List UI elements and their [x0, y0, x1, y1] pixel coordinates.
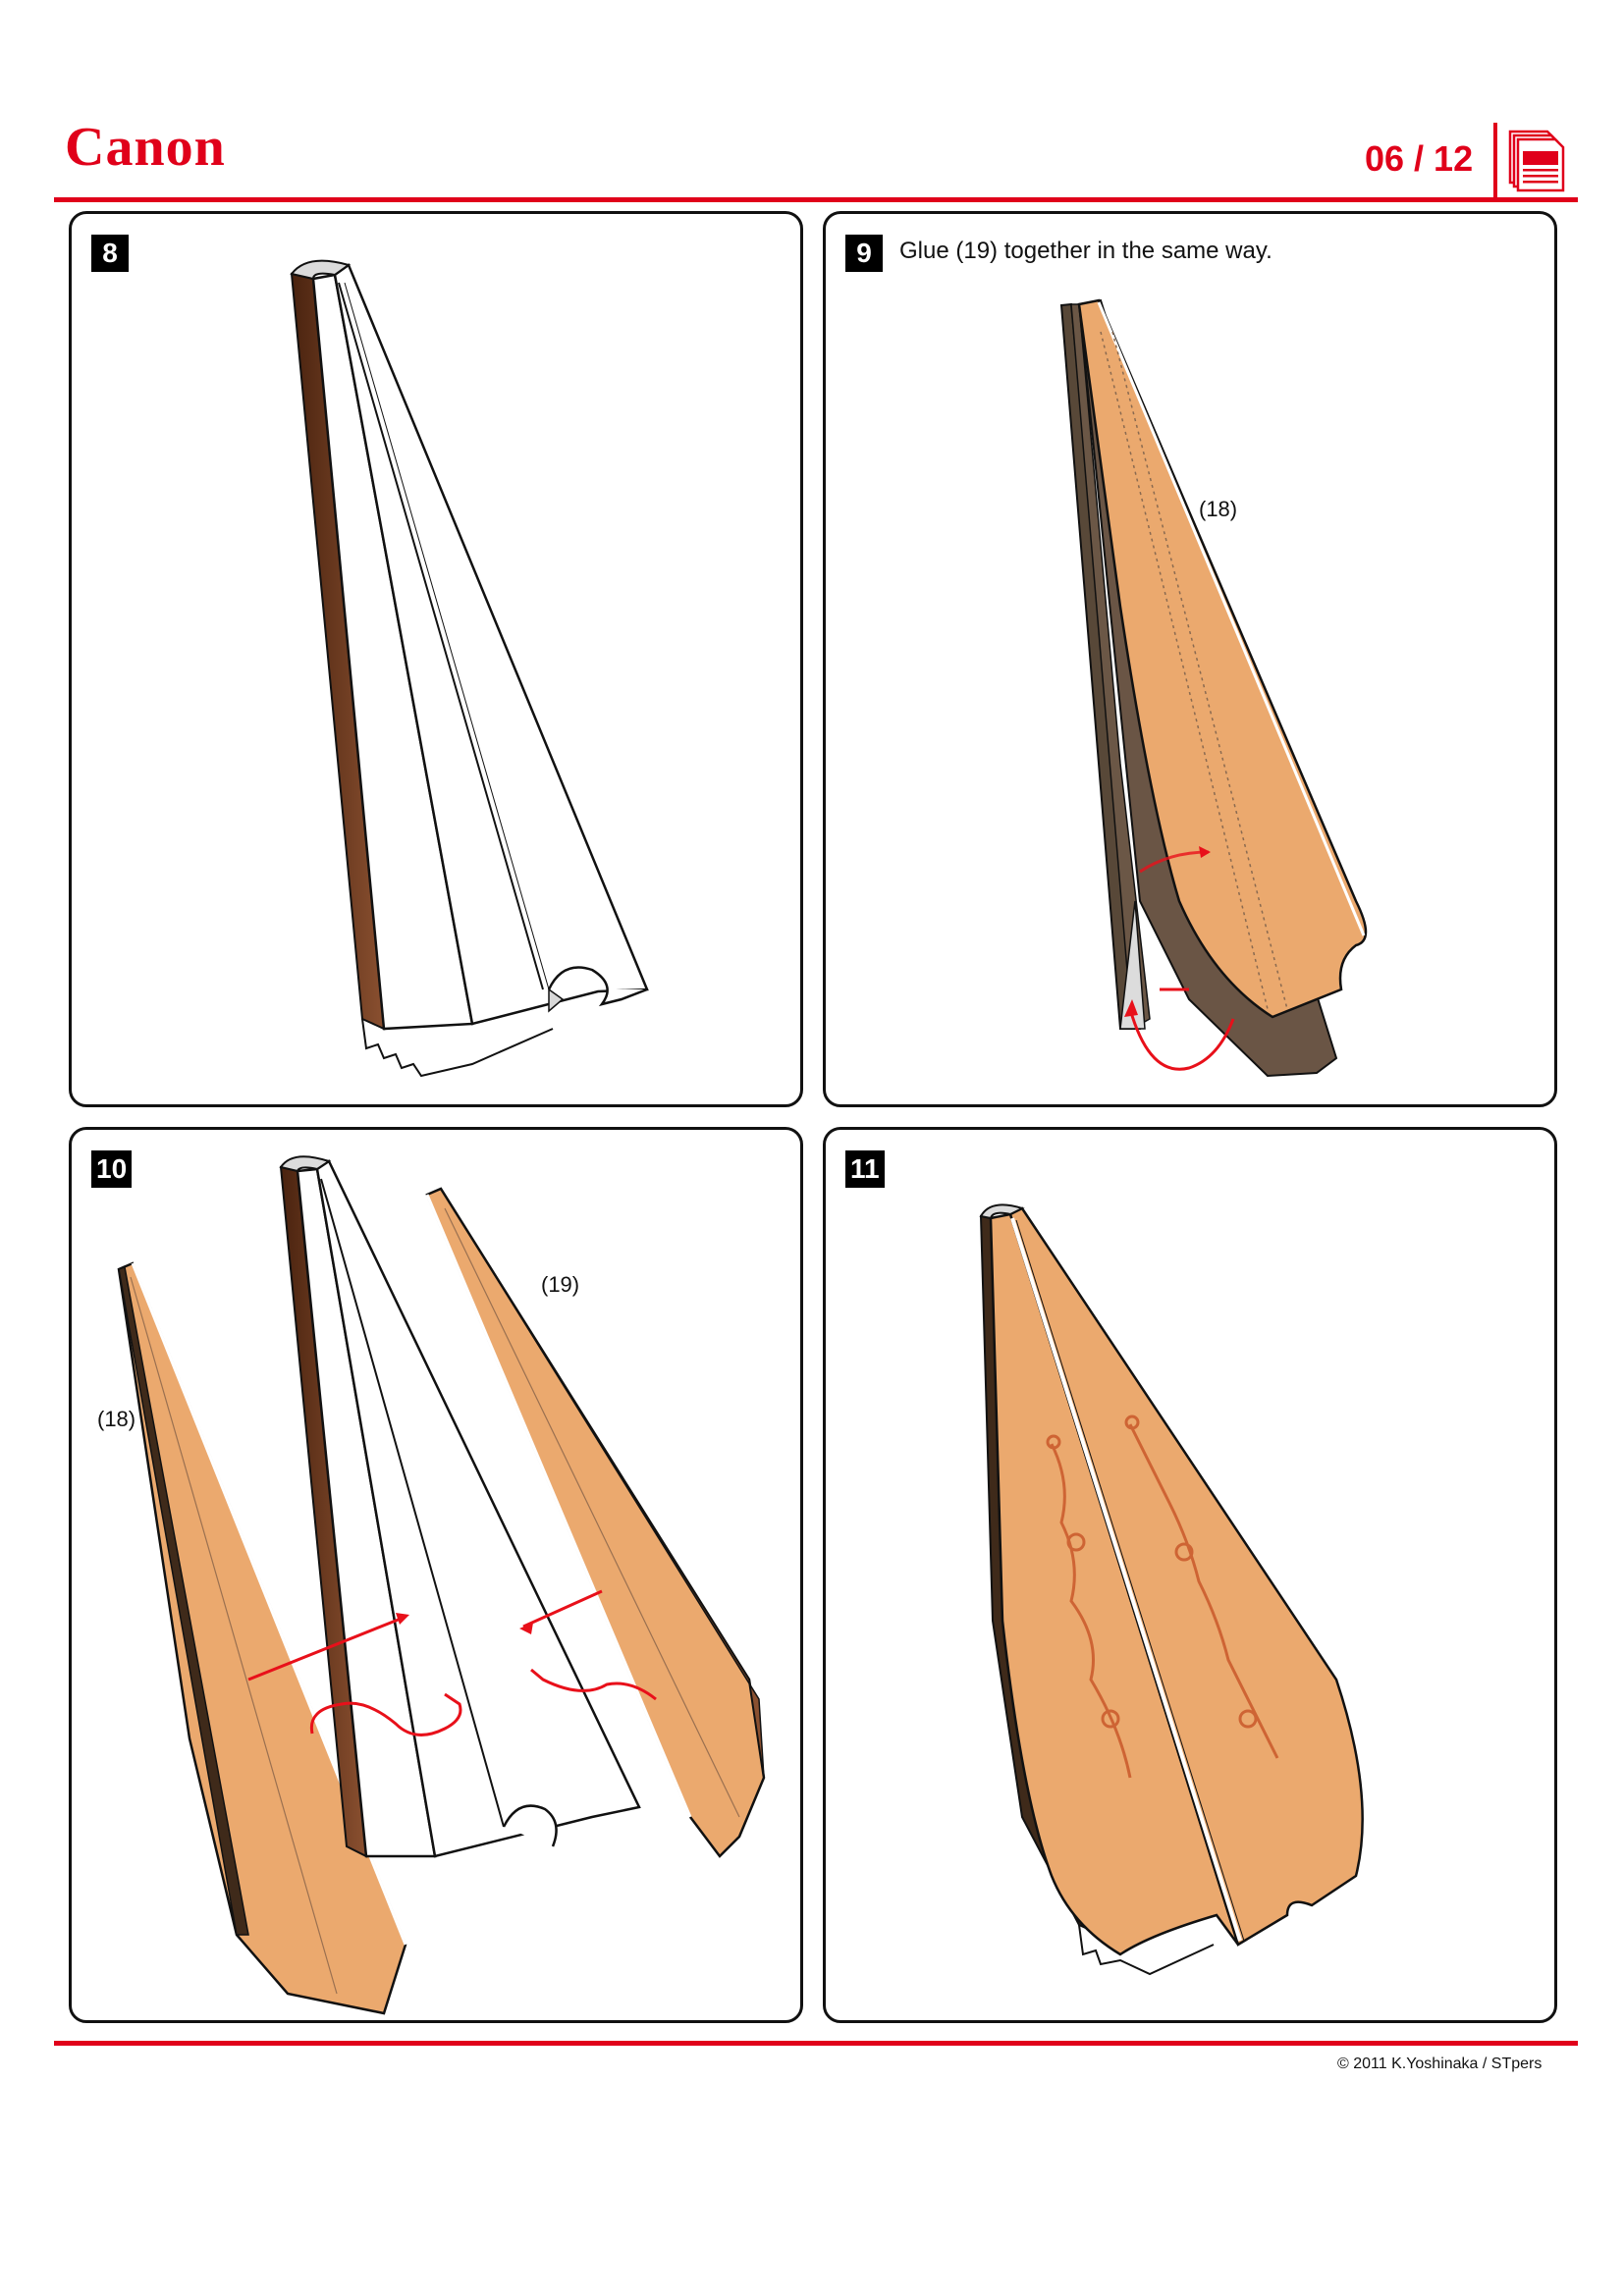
header-divider — [1493, 123, 1497, 199]
part-label-18: (18) — [97, 1407, 136, 1431]
step-panel-8: 8 — [69, 211, 803, 1107]
gluing-part-19-illustration — [1059, 298, 1368, 1078]
header-rule — [54, 197, 1578, 202]
copyright-text: © 2011 K.Yoshinaka / STpers — [1337, 2056, 1543, 2072]
part-label-18: (18) — [1199, 497, 1238, 521]
attach-parts-illustration — [117, 1155, 766, 2015]
part-label-19: (19) — [541, 1272, 580, 1297]
step-panel-10: 10 (18) (19) — [69, 1127, 803, 2023]
assembled-core-illustration — [290, 259, 649, 1078]
canon-logo: Canon — [65, 117, 226, 178]
completed-assembly-illustration — [979, 1203, 1364, 1976]
step-number: 11 — [845, 1150, 885, 1188]
step-number: 10 — [91, 1150, 133, 1188]
document-pages-icon — [1508, 130, 1565, 192]
step-panel-9: 9 Glue (19) together in the same way. (1… — [823, 211, 1557, 1107]
step-number: 9 — [845, 235, 883, 272]
step-number: 8 — [91, 235, 129, 272]
page-indicator: 06 / 12 — [1365, 138, 1474, 179]
step-panel-11: 11 — [823, 1127, 1557, 2023]
footer-rule — [54, 2041, 1578, 2046]
step-instruction: Glue (19) together in the same way. — [899, 238, 1272, 264]
